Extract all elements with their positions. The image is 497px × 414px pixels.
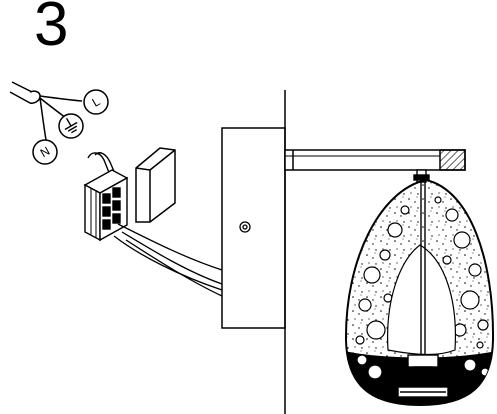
mounting-screw-icon: [239, 221, 251, 233]
supply-cable: [9, 81, 83, 141]
wall-plate: [221, 127, 286, 329]
terminal-block-cover: [135, 147, 176, 223]
wire-stubs: [87, 152, 117, 177]
internal-wires: [113, 223, 223, 297]
center-rod: [420, 182, 426, 380]
step-number: 3: [34, 0, 69, 59]
lamp-holder: [397, 354, 449, 398]
earth-ground-icon: [58, 113, 84, 139]
terminal-block: [83, 169, 129, 242]
live-wire-icon: L: [83, 89, 109, 115]
neutral-wire-icon: N: [32, 139, 58, 165]
lamp-arm: [284, 149, 466, 171]
